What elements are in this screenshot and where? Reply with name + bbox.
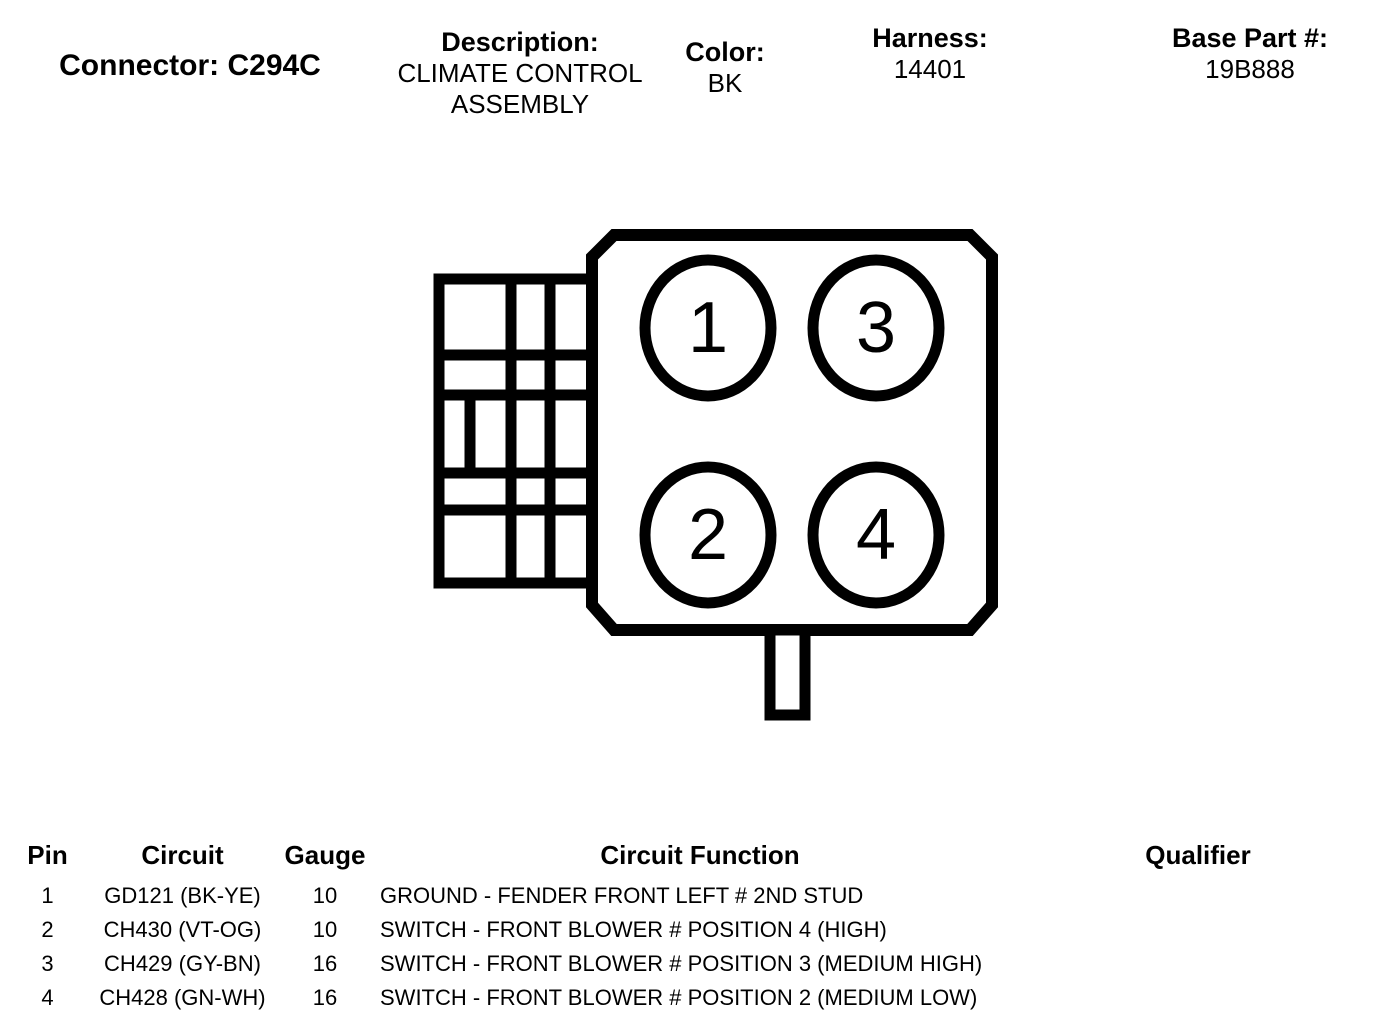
pin-table-container: Pin Circuit Gauge Circuit Function Quali…	[0, 840, 1376, 1015]
pin-number-3: 3	[856, 288, 896, 368]
cell-gauge: 10	[312, 917, 338, 942]
cell-function: SWITCH - FRONT BLOWER # POSITION 3 (MEDI…	[380, 951, 983, 976]
base-part-label: Base Part #:	[1171, 23, 1329, 53]
cell-circuit: CH428 (GN-WH)	[99, 985, 266, 1010]
header-bar: Connector: C294C Description: CLIMATE CO…	[0, 0, 1376, 130]
cell-qualifier	[1020, 913, 1376, 947]
table-row[interactable]: 1 GD121 (BK-YE) 10 GROUND - FENDER FRONT…	[0, 879, 1376, 913]
pin-table-body: 1 GD121 (BK-YE) 10 GROUND - FENDER FRONT…	[0, 879, 1376, 1015]
connector-svg: 1 3 2 4	[433, 229, 998, 721]
connector-left-grid	[433, 273, 600, 589]
column-header-gauge: Gauge	[284, 840, 366, 870]
cell-circuit: CH430 (VT-OG)	[103, 917, 262, 942]
cell-gauge: 16	[312, 985, 338, 1010]
pin-number-1: 1	[688, 288, 728, 368]
harness-value: 14401	[893, 54, 967, 84]
cell-pin: 2	[41, 917, 54, 942]
cell-qualifier	[1020, 879, 1376, 913]
description-value-line1: CLIMATE CONTROL	[397, 58, 643, 88]
cell-function: SWITCH - FRONT BLOWER # POSITION 4 (HIGH…	[380, 917, 887, 942]
pin-table-head: Pin Circuit Gauge Circuit Function Quali…	[0, 840, 1376, 879]
column-header-function: Circuit Function	[600, 840, 800, 870]
pin-cavity-2[interactable]: 2	[639, 461, 777, 609]
connector-id-label: Connector: C294C	[59, 49, 321, 82]
cell-gauge: 10	[312, 883, 338, 908]
cell-circuit: CH429 (GY-BN)	[104, 951, 261, 976]
cell-function: GROUND - FENDER FRONT LEFT # 2ND STUD	[380, 883, 864, 908]
column-header-qualifier: Qualifier	[1145, 840, 1251, 870]
connector-diagram: 1 3 2 4	[410, 195, 1010, 740]
header-connector-block: Connector: C294C	[20, 50, 360, 82]
pin-circle-2	[639, 461, 777, 609]
cell-pin: 1	[41, 883, 54, 908]
pin-cavity-3[interactable]: 3	[807, 254, 945, 402]
pin-circle-1	[639, 254, 777, 402]
column-header-circuit: Circuit	[141, 840, 224, 870]
pin-table: Pin Circuit Gauge Circuit Function Quali…	[0, 840, 1376, 1015]
connector-locking-tab	[764, 624, 811, 721]
pin-circle-3	[807, 254, 945, 402]
color-label: Color:	[685, 37, 765, 67]
pin-cavity-4[interactable]: 4	[807, 461, 945, 609]
pin-cavity-1[interactable]: 1	[639, 254, 777, 402]
cell-pin: 4	[41, 985, 54, 1010]
header-base-part-block: Base Part #: 19B888	[1090, 22, 1376, 85]
cell-qualifier	[1020, 981, 1376, 1015]
header-description-block: Description: CLIMATE CONTROL ASSEMBLY	[370, 26, 670, 120]
description-value-line2: ASSEMBLY	[450, 89, 590, 119]
table-row[interactable]: 4 CH428 (GN-WH) 16 SWITCH - FRONT BLOWER…	[0, 981, 1376, 1015]
cell-circuit: GD121 (BK-YE)	[104, 883, 261, 908]
cell-function: SWITCH - FRONT BLOWER # POSITION 2 (MEDI…	[380, 985, 978, 1010]
column-header-pin: Pin	[27, 840, 68, 870]
pin-number-2: 2	[688, 495, 728, 575]
header-color-block: Color: BK	[640, 36, 810, 99]
header-harness-block: Harness: 14401	[830, 22, 1030, 85]
pin-number-4: 4	[856, 495, 896, 575]
description-label: Description:	[441, 27, 599, 57]
cell-gauge: 16	[312, 951, 338, 976]
cell-qualifier	[1020, 947, 1376, 981]
table-row[interactable]: 2 CH430 (VT-OG) 10 SWITCH - FRONT BLOWER…	[0, 913, 1376, 947]
color-value: BK	[707, 68, 743, 98]
pin-table-header-row: Pin Circuit Gauge Circuit Function Quali…	[0, 840, 1376, 879]
cell-pin: 3	[41, 951, 54, 976]
base-part-value: 19B888	[1205, 54, 1295, 84]
harness-label: Harness:	[872, 23, 988, 53]
table-row[interactable]: 3 CH429 (GY-BN) 16 SWITCH - FRONT BLOWER…	[0, 947, 1376, 981]
pin-circle-4	[807, 461, 945, 609]
